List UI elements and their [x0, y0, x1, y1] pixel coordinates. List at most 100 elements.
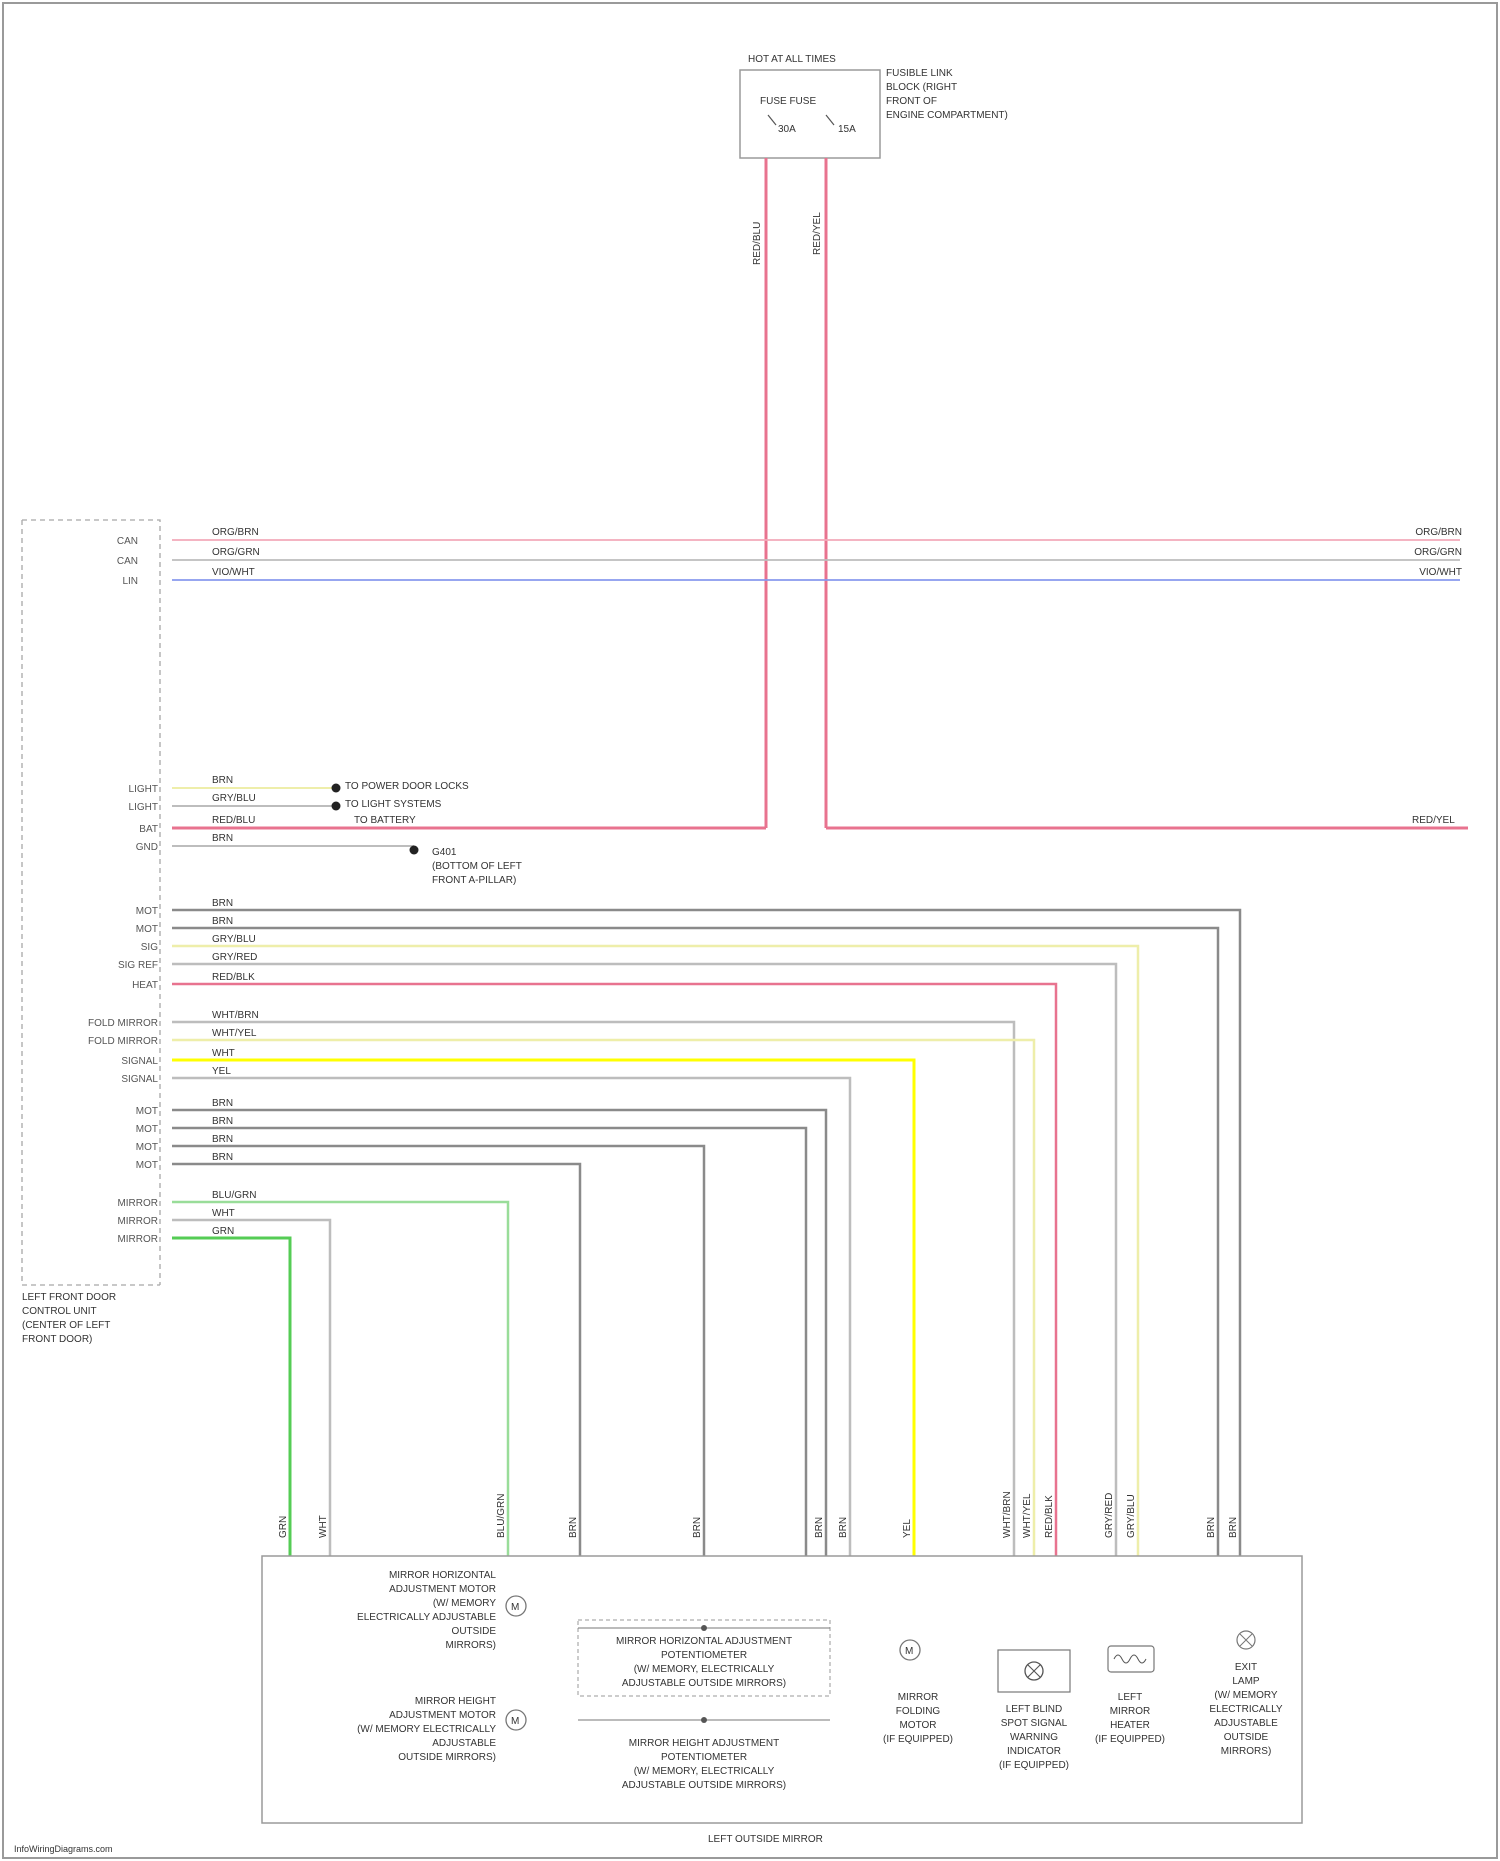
bottom-wire-label: YEL [902, 1519, 913, 1538]
control-unit-label-2: CONTROL UNIT [22, 1306, 97, 1317]
fuse-block-desc-1: FUSIBLE LINK [886, 68, 953, 79]
horizontal-pot-label: (W/ MEMORY, ELECTRICALLY [634, 1664, 775, 1675]
signal-wire [172, 1128, 806, 1556]
signal-pin-label: SIG REF [118, 960, 158, 971]
heater-label: LEFT [1118, 1692, 1142, 1703]
heater-label: (IF EQUIPPED) [1095, 1734, 1165, 1745]
signal-pin-label: SIGNAL [121, 1074, 158, 1085]
blind-spot-label: INDICATOR [1007, 1746, 1061, 1757]
signal-wire [172, 1220, 330, 1556]
horizontal-motor-label: ADJUSTMENT MOTOR [389, 1584, 496, 1595]
power-pin-3: BAT [139, 824, 158, 835]
exit-lamp-label: EXIT [1235, 1662, 1257, 1673]
signal-wire [172, 1040, 1034, 1556]
fuse-block-desc-4: ENGINE COMPARTMENT) [886, 110, 1008, 121]
signal-wire-label: BRN [212, 1152, 233, 1163]
height-pot-label: ADJUSTABLE OUTSIDE MIRRORS) [622, 1780, 786, 1791]
fuse-block-title: HOT AT ALL TIMES [748, 54, 836, 65]
fuse-block-desc-2: BLOCK (RIGHT [886, 82, 957, 93]
assembly-label: LEFT OUTSIDE MIRROR [708, 1834, 823, 1845]
exit-lamp-label: ADJUSTABLE [1214, 1718, 1278, 1729]
blind-spot-label: LEFT BLIND [1006, 1704, 1063, 1715]
motor-m-icon: M [905, 1646, 913, 1657]
bottom-wire-label: BRN [1206, 1517, 1217, 1538]
signal-wire [172, 984, 1056, 1556]
light-splice-1 [332, 784, 341, 793]
signal-wire-label: WHT [212, 1208, 235, 1219]
bus-pin-3: LIN [122, 576, 138, 587]
bottom-wire-label: RED/BLK [1044, 1495, 1055, 1538]
signal-wire [172, 1146, 704, 1556]
ground-label-3: FRONT A-PILLAR) [432, 875, 516, 886]
height-motor-label: MIRROR HEIGHT [415, 1696, 496, 1707]
signal-wire [172, 1022, 1014, 1556]
signal-pin-label: FOLD MIRROR [88, 1036, 158, 1047]
ground-point [410, 846, 419, 855]
power-section: LIGHT LIGHT BAT GND BRN GRY/BLU RED/BLU … [129, 775, 766, 886]
bottom-wire-label: BRN [838, 1517, 849, 1538]
bottom-wire-label: BRN [568, 1517, 579, 1538]
height-motor-label: OUTSIDE MIRRORS) [398, 1752, 496, 1763]
signal-wire [172, 964, 1116, 1556]
signal-wire-label: BRN [212, 898, 233, 909]
horizontal-motor-label: OUTSIDE [452, 1626, 497, 1637]
motor-m-icon: M [511, 1602, 519, 1613]
signal-wire [172, 1110, 826, 1556]
bottom-wire-label: WHT/BRN [1002, 1491, 1013, 1538]
light-splice-2 [332, 802, 341, 811]
horizontal-motor-label: MIRROR HORIZONTAL [389, 1570, 496, 1581]
folding-motor-label: MIRROR [898, 1692, 939, 1703]
bus-wire-label-3: VIO/WHT [212, 567, 255, 578]
bus-wire-label-1: ORG/BRN [212, 527, 259, 538]
bus-wire-right-1: ORG/BRN [1415, 527, 1462, 538]
exit-lamp-label: MIRRORS) [1221, 1746, 1272, 1757]
signal-wire [172, 946, 1138, 1556]
bottom-wire-label: BRN [692, 1517, 703, 1538]
folding-motor-label: MOTOR [899, 1720, 936, 1731]
height-pot-label: (W/ MEMORY, ELECTRICALLY [634, 1766, 775, 1777]
signal-pin-label: MOT [136, 906, 158, 917]
signal-pin-label: MIRROR [117, 1216, 158, 1227]
signal-wire-label: WHT/BRN [212, 1010, 259, 1021]
fusible-link-block: HOT AT ALL TIMES FUSE FUSE 30A 15A FUSIB… [740, 54, 1008, 158]
power-wire-label-3: RED/BLU [212, 815, 255, 826]
ground-label-2: (BOTTOM OF LEFT [432, 861, 522, 872]
signal-wire-label: BRN [212, 916, 233, 927]
bus-pin-1: CAN [117, 536, 138, 547]
signal-wire-label: YEL [212, 1066, 231, 1077]
height-motor-label: ADJUSTMENT MOTOR [389, 1710, 496, 1721]
power-wire-label-2: GRY/BLU [212, 793, 256, 804]
power-wire-label-4: BRN [212, 833, 233, 844]
signal-wire [172, 1060, 914, 1556]
signal-pin-label: MOT [136, 924, 158, 935]
splice-label-1: TO POWER DOOR LOCKS [345, 781, 469, 792]
signal-wire [172, 1238, 290, 1556]
bottom-wire-label: GRY/BLU [1126, 1494, 1137, 1538]
power-wire-label-1: BRN [212, 775, 233, 786]
signal-wire [172, 1202, 508, 1556]
exit-lamp-label: OUTSIDE [1224, 1732, 1269, 1743]
power-pin-4: GND [136, 842, 158, 853]
signal-pin-label: MIRROR [117, 1198, 158, 1209]
signal-wire [172, 1164, 580, 1556]
right-feed-label: RED/YEL [1412, 815, 1455, 826]
motor-m-icon: M [511, 1716, 519, 1727]
signal-wire-label: BLU/GRN [212, 1190, 256, 1201]
fuse-feed-label-b: RED/YEL [812, 212, 823, 255]
signal-wire-label: GRY/RED [212, 952, 257, 963]
signal-wire-label: RED/BLK [212, 972, 255, 983]
fuse-a-rating: 30A [778, 124, 796, 135]
signal-wire [172, 1078, 850, 1556]
signal-wire [172, 910, 1240, 1556]
bus-section: CAN CAN LIN ORG/BRN ORG/GRN VIO/WHT ORG/… [117, 527, 1462, 587]
fuse-block-desc-3: FRONT OF [886, 96, 937, 107]
horizontal-pot-label: POTENTIOMETER [661, 1650, 747, 1661]
bottom-wire-label: GRN [278, 1516, 289, 1538]
power-pin-1: LIGHT [129, 784, 158, 795]
exit-lamp-label: LAMP [1232, 1676, 1260, 1687]
bus-pin-2: CAN [117, 556, 138, 567]
heater-label: HEATER [1110, 1720, 1150, 1731]
horizontal-motor-label: ELECTRICALLY ADJUSTABLE [357, 1612, 496, 1623]
signal-pin-label: SIG [141, 942, 158, 953]
